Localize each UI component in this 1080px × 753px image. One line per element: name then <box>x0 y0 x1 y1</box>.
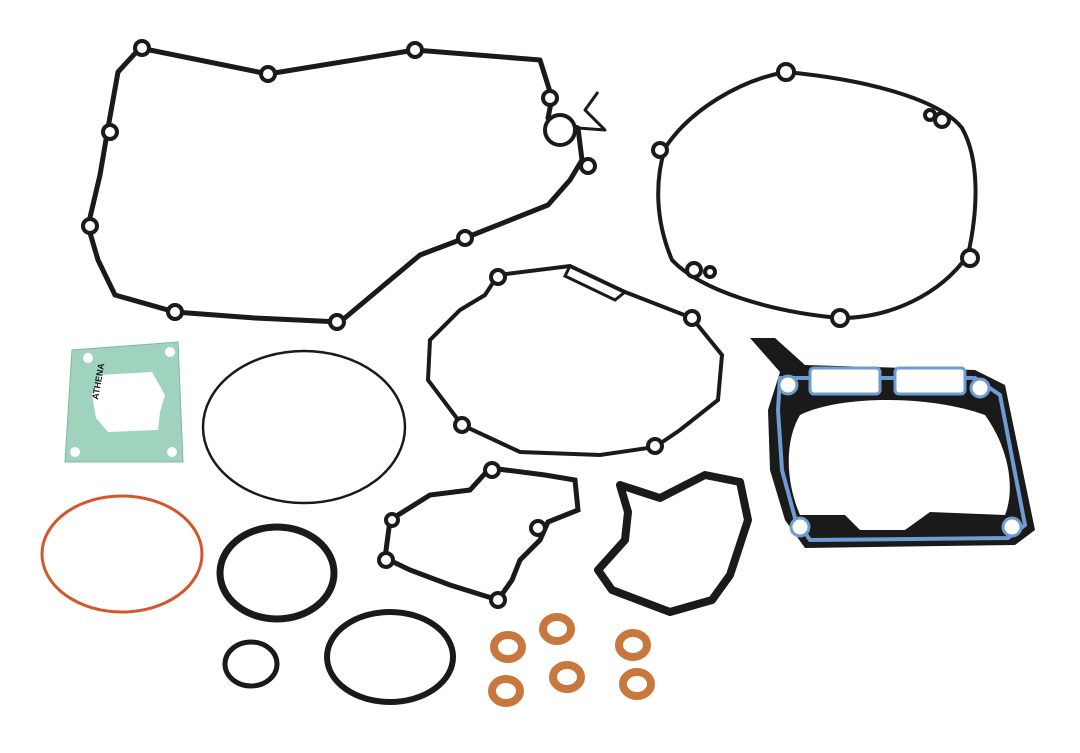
copper-washer <box>615 629 651 661</box>
large-oring <box>324 609 456 705</box>
water-pump-bolt-holes <box>377 461 547 609</box>
copper-washer <box>549 661 585 693</box>
large-thin-oring <box>201 349 407 505</box>
copper-washer <box>539 613 575 645</box>
copper-washer <box>490 631 526 663</box>
orange-oring <box>40 494 204 614</box>
clutch-cover-bolt-holes <box>81 39 597 331</box>
copper-washers <box>488 613 655 707</box>
base-gasket-paper: ATHENA <box>64 341 184 463</box>
medium-oring <box>216 523 338 623</box>
exhaust-valve-gasket <box>594 471 752 616</box>
inner-cover-gasket <box>425 263 725 458</box>
copper-washer <box>619 668 655 700</box>
water-pump-gasket <box>382 465 581 603</box>
ignition-cover-bolt-holes <box>651 62 980 328</box>
inner-cover-bolt-holes <box>453 268 701 455</box>
small-oring <box>222 639 280 689</box>
clutch-cover-gasket <box>85 45 607 325</box>
head-gasket <box>750 338 1035 548</box>
copper-washer <box>488 675 524 707</box>
